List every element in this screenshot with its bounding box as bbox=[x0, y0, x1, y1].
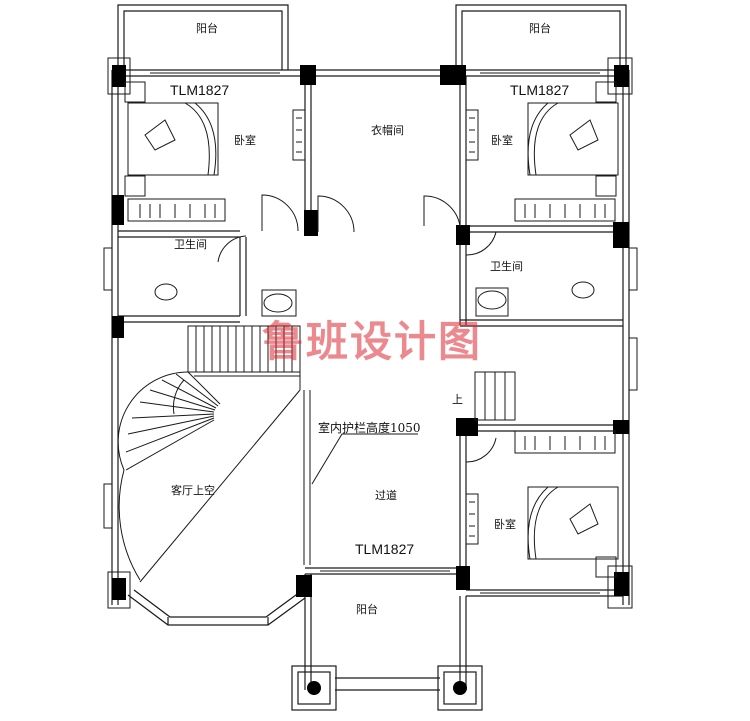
outer-walls bbox=[111, 69, 630, 605]
balcony-post-cores bbox=[307, 681, 467, 695]
bedroom-label-nw: 卧室 bbox=[234, 134, 256, 147]
balcony-label-bottom: 阳台 bbox=[356, 603, 378, 616]
balcony-label-top-left: 阳台 bbox=[196, 22, 218, 35]
railing-note: 室内护栏高度1050 bbox=[318, 421, 421, 435]
window-label-nw: TLM1827 bbox=[170, 82, 230, 98]
window-label-ne: TLM1827 bbox=[510, 82, 570, 98]
bath-fixtures bbox=[154, 281, 595, 317]
beds bbox=[127, 102, 619, 560]
stairs bbox=[117, 325, 516, 581]
closet-label: 衣帽间 bbox=[371, 124, 404, 137]
living-void-label: 客厅上空 bbox=[171, 484, 215, 497]
bay-window bbox=[127, 589, 306, 626]
bed-pillows bbox=[144, 119, 599, 535]
railing bbox=[139, 375, 418, 583]
bath-label-west: 卫生间 bbox=[174, 238, 207, 251]
bedroom-label-se: 卧室 bbox=[494, 518, 516, 531]
doors bbox=[217, 194, 497, 463]
wardrobes bbox=[127, 198, 616, 454]
columns bbox=[112, 65, 629, 600]
bath-label-east: 卫生间 bbox=[490, 260, 523, 273]
balcony-label-top-right: 阳台 bbox=[529, 22, 551, 35]
balconies bbox=[117, 4, 627, 691]
column-caps bbox=[107, 57, 633, 609]
balcony-posts bbox=[291, 665, 483, 711]
desks bbox=[292, 109, 479, 545]
window-label-south: TLM1827 bbox=[355, 541, 415, 557]
window-lines bbox=[103, 69, 638, 594]
stair-up-label: 上 bbox=[452, 393, 463, 406]
bedroom-label-ne: 卧室 bbox=[491, 134, 513, 147]
corridor-label: 过道 bbox=[375, 489, 397, 502]
